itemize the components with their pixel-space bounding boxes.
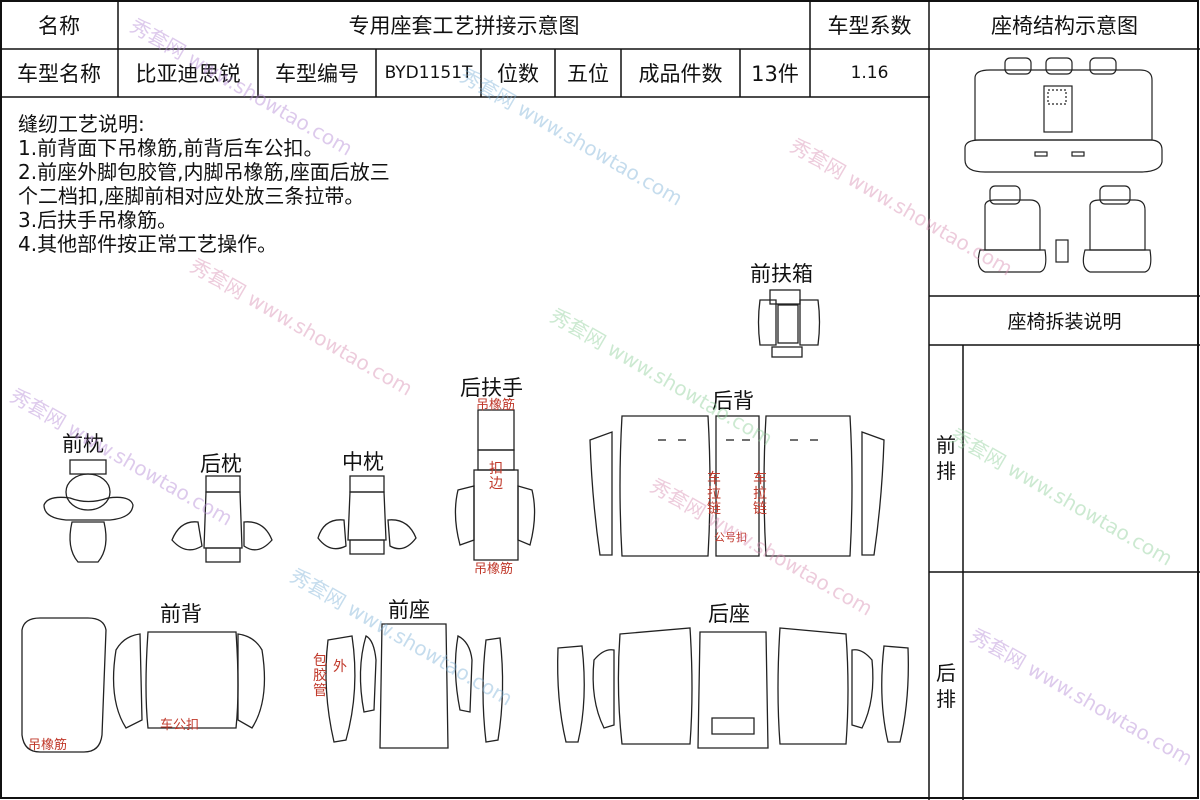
rear-row-label: 后排: [936, 661, 956, 711]
structure-title: 座椅结构示意图: [991, 13, 1138, 38]
annot-outer: 外: [333, 659, 347, 675]
part-rear-headrest: [171, 475, 273, 563]
annot-male-buckle: 公号扣: [714, 531, 747, 544]
label-rear-back: 后背: [712, 389, 754, 413]
annot-zipper-left: 车拉链: [707, 471, 721, 517]
part-front-back: [21, 617, 266, 753]
annot-front-back-elastic: 吊橡筋: [28, 738, 68, 753]
model-name-value: 比亚迪思锐: [135, 62, 241, 86]
part-rear-seat: [557, 627, 909, 749]
sheet-title: 专用座套工艺拼接示意图: [348, 13, 580, 38]
notes-title: 缝纫工艺说明:: [18, 112, 145, 136]
model-code-label: 车型编号: [275, 62, 359, 86]
notes-line: 3.后扶手吊橡筋。: [18, 208, 178, 232]
notes-line: 2.前座外脚包胶管,内脚吊橡筋,座面后放三: [18, 160, 390, 184]
coef-value: 1.16: [850, 63, 889, 83]
part-rear-back: [589, 415, 885, 557]
pieces-value: 13件: [751, 62, 799, 86]
label-front-armrest-box: 前扶箱: [750, 262, 813, 286]
label-rear-seat: 后座: [708, 602, 750, 626]
annot-elastic-top: 吊橡筋: [476, 398, 516, 413]
front-row-label: 前排: [936, 433, 956, 483]
annot-zipper-right: 车拉链: [753, 471, 767, 517]
annot-hem: 扣边: [489, 461, 503, 492]
coef-label: 车型系数: [827, 13, 912, 38]
label-rear-armrest: 后扶手: [460, 376, 523, 400]
label-middle-headrest: 中枕: [342, 450, 384, 474]
position-label: 位数: [497, 62, 539, 86]
sewing-notes: 缝纫工艺说明: 1.前背面下吊橡筋,前背后车公扣。 2.前座外脚包胶管,内脚吊橡…: [18, 112, 518, 256]
label-rear-headrest: 后枕: [200, 452, 242, 476]
notes-line: 1.前背面下吊橡筋,前背后车公扣。: [18, 136, 324, 160]
part-front-headrest: [43, 459, 134, 563]
position-value: 五位: [567, 62, 609, 86]
part-rear-armrest: [454, 409, 536, 561]
label-front-headrest: 前枕: [62, 432, 104, 456]
name-label: 名称: [38, 13, 80, 38]
notes-line: 4.其他部件按正常工艺操作。: [18, 232, 278, 256]
label-front-back: 前背: [160, 602, 202, 626]
annot-rubber-tube: 包胶管: [313, 653, 327, 699]
notes-line: 个二档扣,座脚前相对应处放三条拉带。: [18, 184, 365, 208]
part-middle-headrest: [317, 475, 417, 555]
label-front-seat: 前座: [388, 598, 430, 622]
disassembly-title: 座椅拆装说明: [1007, 311, 1122, 333]
annot-front-back-buckle: 车公扣: [160, 718, 200, 733]
model-name-label: 车型名称: [17, 62, 101, 86]
annot-elastic-bottom: 吊橡筋: [474, 562, 514, 577]
pieces-label: 成品件数: [638, 62, 723, 86]
part-front-seat: [325, 623, 504, 749]
seat-structure-sketch: [964, 57, 1163, 273]
part-front-armrest-box: [757, 289, 821, 358]
model-code-value: BYD1151T: [384, 63, 473, 83]
